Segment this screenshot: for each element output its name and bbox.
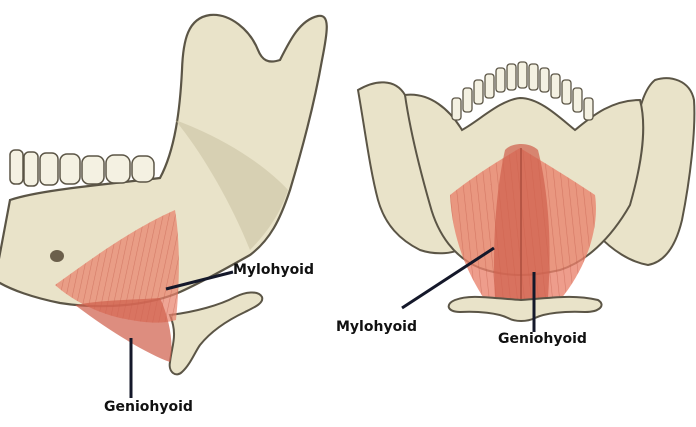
inferior-view <box>358 62 694 332</box>
label-lateral-mylohyoid: Mylohyoid <box>233 262 314 278</box>
hyoid-lateral <box>170 292 263 374</box>
label-inferior-geniohyoid: Geniohyoid <box>498 331 587 347</box>
mental-foramen <box>50 250 64 262</box>
label-lateral-geniohyoid: Geniohyoid <box>104 399 193 415</box>
lateral-view <box>0 15 327 398</box>
hyoid-inferior <box>449 297 602 321</box>
geniohyoid-lateral <box>75 298 172 362</box>
label-inferior-mylohyoid: Mylohyoid <box>336 319 417 335</box>
